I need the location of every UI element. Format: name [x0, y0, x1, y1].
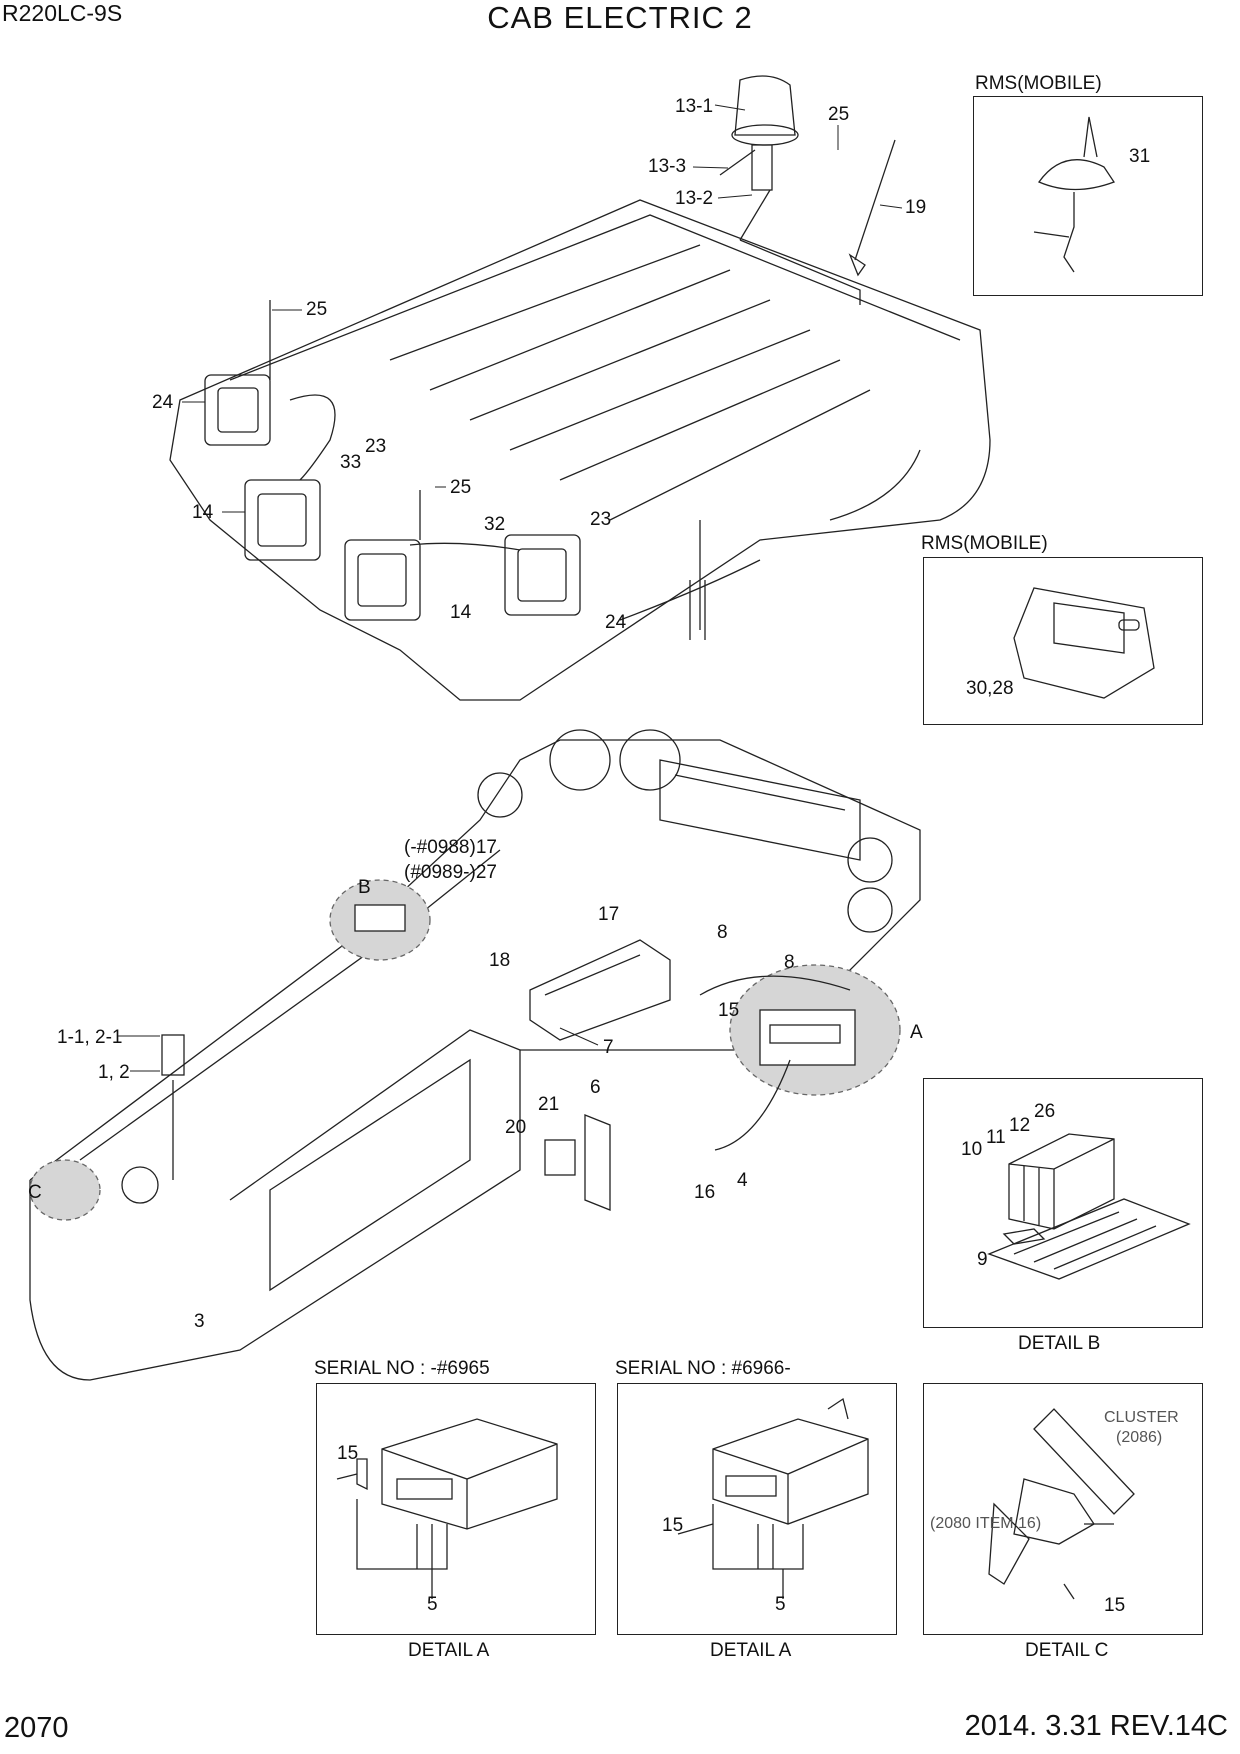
- callout-3: 3: [194, 1311, 205, 1332]
- detail-a1-inset: 15 5: [316, 1383, 596, 1635]
- detail-c-caption: DETAIL C: [1025, 1640, 1109, 1661]
- radio-harness: [714, 1059, 791, 1151]
- callout-c: C: [28, 1182, 42, 1203]
- detail-a2-caption: DETAIL A: [710, 1640, 792, 1661]
- callout-24-rear: 24: [152, 392, 174, 413]
- callout-17-serial: (-#0988)17: [404, 837, 497, 858]
- cab-roof-outline: [169, 199, 991, 701]
- callout-12: 12: [1009, 1115, 1030, 1136]
- callout-15-a1: 15: [337, 1443, 358, 1464]
- callout-19: 19: [905, 197, 926, 218]
- callout-5-a1: 5: [427, 1594, 438, 1615]
- ignition-switch: [161, 1034, 185, 1076]
- callout-1-2: 1, 2: [98, 1062, 130, 1083]
- callout-b: B: [358, 877, 371, 898]
- callout-6: 6: [590, 1077, 601, 1098]
- callout-a: A: [910, 1022, 923, 1043]
- detail-a1-caption: DETAIL A: [408, 1640, 490, 1661]
- callout-31: 31: [1129, 146, 1150, 167]
- detail-c-highlight: [29, 1159, 101, 1221]
- detail-c-inset: CLUSTER (2086) (2080 ITEM 16) 15: [923, 1383, 1203, 1635]
- console-callout-group: (-#0988)17 (#0989-)27 B 17 8 18 8 15 A 7…: [28, 837, 923, 1332]
- callout-13-1: 13-1: [675, 96, 713, 117]
- callout-7: 7: [603, 1037, 614, 1058]
- antenna: [854, 139, 896, 261]
- radio-old-drawing: 15 5: [336, 1418, 558, 1615]
- callout-11: 11: [986, 1127, 1006, 1148]
- roof-callout-group: 13-1 25 13-3 13-2 19 25 24 23 33 25 14 3…: [152, 96, 926, 633]
- work-lamp-rear-left: [204, 374, 271, 446]
- work-lamp-front-center: [344, 539, 421, 621]
- detail-b-inset: 26 12 11 10 9: [923, 1078, 1203, 1328]
- rms-bottom-heading: RMS(MOBILE): [921, 533, 1048, 554]
- lamp-wiring-harness: [289, 394, 336, 481]
- detail-a2-inset: 15 5: [617, 1383, 897, 1635]
- callout-15-c: 15: [1104, 1595, 1125, 1616]
- callout-15-console: 15: [718, 1000, 739, 1021]
- callout-16: 16: [694, 1182, 715, 1203]
- callout-32: 32: [484, 514, 505, 535]
- callout-17: 17: [598, 904, 619, 925]
- callout-15-a2: 15: [662, 1515, 683, 1536]
- rms-top-heading: RMS(MOBILE): [975, 73, 1102, 94]
- callout-5-a2: 5: [775, 1594, 786, 1615]
- relay: [544, 1139, 576, 1176]
- radio-new-drawing: 15 5: [662, 1397, 869, 1615]
- rms-module-drawing: 30,28: [966, 587, 1155, 699]
- detail-b-caption: DETAIL B: [1018, 1333, 1101, 1354]
- relay-bracket: [584, 1114, 611, 1211]
- callout-27-serial: (#0989-)27: [404, 862, 497, 883]
- callout-13-3: 13-3: [648, 156, 686, 177]
- work-lamp-front-left: [244, 479, 321, 561]
- callout-8-lower: 8: [784, 952, 795, 973]
- rms-bottom-inset: 30,28: [923, 557, 1203, 725]
- callout-9: 9: [977, 1249, 988, 1270]
- revision-date: 2014. 3.31 REV.14C: [964, 1710, 1228, 1742]
- beacon-lamp: [734, 75, 796, 136]
- beacon-leader: [739, 189, 771, 241]
- side-panel-outline: [29, 1029, 521, 1381]
- callout-10: 10: [961, 1139, 982, 1160]
- callout-25-rear: 25: [306, 299, 327, 320]
- callout-1-1-2-1: 1-1, 2-1: [57, 1027, 122, 1048]
- callout-26: 26: [1034, 1101, 1055, 1122]
- callout-25-top: 25: [828, 104, 849, 125]
- radio-unit: [759, 1009, 856, 1066]
- callout-18: 18: [489, 950, 510, 971]
- callout-14-left: 14: [192, 502, 214, 523]
- cluster-ref: (2086): [1116, 1429, 1162, 1446]
- controller-bracket: [529, 939, 671, 1041]
- callout-33: 33: [340, 452, 361, 473]
- callout-4: 4: [737, 1170, 748, 1191]
- page-number: 2070: [4, 1712, 69, 1744]
- model-label: R220LC-9S: [2, 0, 123, 26]
- callout-24-front: 24: [605, 612, 627, 633]
- rms-antenna-drawing: 31: [1033, 116, 1150, 273]
- roof-panel-edge: [229, 214, 961, 381]
- switch-panel-drawing: 26 12 11 10 9: [961, 1101, 1191, 1280]
- item-ref-2080: (2080 ITEM 16): [930, 1515, 1041, 1532]
- callout-14-center: 14: [450, 602, 472, 623]
- rear-panel-opening: [269, 1058, 471, 1292]
- callout-21: 21: [538, 1094, 559, 1115]
- callout-13-2: 13-2: [675, 188, 713, 209]
- rms-top-inset: 31: [973, 96, 1203, 296]
- callout-8-upper: 8: [717, 922, 728, 943]
- callout-30-28: 30,28: [966, 678, 1014, 699]
- cluster-bracket-drawing: CLUSTER (2086) (2080 ITEM 16) 15: [930, 1408, 1179, 1616]
- callout-23-front: 23: [590, 509, 611, 530]
- page-title: CAB ELECTRIC 2: [487, 0, 753, 35]
- callout-25-front: 25: [450, 477, 471, 498]
- work-lamp-front-right: [504, 534, 581, 616]
- detail-a2-heading: SERIAL NO : #6966-: [615, 1358, 791, 1379]
- storage-box: [659, 759, 861, 861]
- cluster-label: CLUSTER: [1104, 1409, 1179, 1426]
- detail-a1-heading: SERIAL NO : -#6965: [314, 1358, 490, 1379]
- leader-lines: [118, 104, 903, 1072]
- callout-23-rear: 23: [365, 436, 386, 457]
- callout-20: 20: [505, 1117, 526, 1138]
